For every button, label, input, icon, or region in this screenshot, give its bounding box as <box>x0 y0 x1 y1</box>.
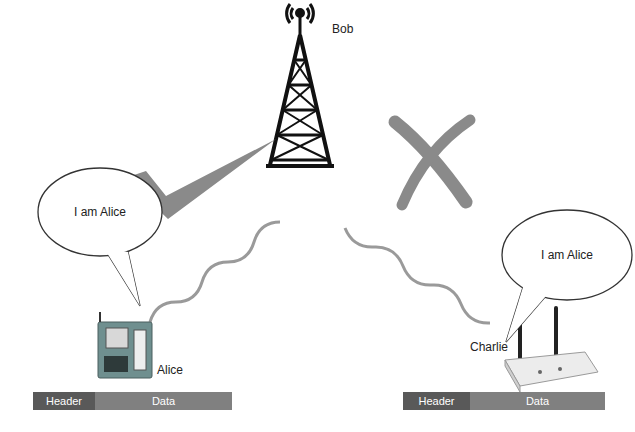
router-led <box>538 370 542 374</box>
packet-field: Data <box>526 395 549 407</box>
router-led <box>558 367 562 371</box>
router-side <box>505 360 520 392</box>
radio-tower <box>266 4 334 166</box>
device-name: Charlie <box>470 340 508 354</box>
bubble-outline <box>36 166 164 308</box>
bubble-ellipse <box>38 168 162 256</box>
bubble-text-area: I am Alice <box>36 166 164 258</box>
tower-braces <box>271 60 329 160</box>
sensor-board <box>98 312 152 378</box>
radio-signal <box>345 228 490 323</box>
packet-header: Header <box>33 392 95 410</box>
bubble-tail-fill <box>104 248 140 306</box>
bubble-tail-fill <box>506 284 546 342</box>
cross-stroke <box>402 120 470 205</box>
bubble-tail <box>104 248 140 306</box>
router-body <box>505 352 598 386</box>
packet-field: Data <box>152 395 175 407</box>
board-antenna <box>99 312 101 322</box>
cross-mark <box>395 120 470 205</box>
radio-module <box>106 328 128 348</box>
pin-header <box>134 330 146 370</box>
packet-field: Header <box>46 395 82 407</box>
packet-data: Data <box>95 392 232 410</box>
speech-bubble: I am Alice <box>36 166 164 308</box>
speech-text: I am Alice <box>541 248 593 262</box>
packet-data: Data <box>470 392 605 410</box>
tower-legs <box>270 35 330 165</box>
board-body <box>98 322 152 378</box>
tower-mast <box>299 17 302 35</box>
speech-bubble: I am Alice <box>500 208 634 344</box>
device-name: Alice <box>157 363 183 377</box>
radio-signal <box>150 222 280 322</box>
speech-text: I am Alice <box>74 205 126 219</box>
antenna-tip <box>297 10 304 17</box>
router-antenna <box>554 308 558 356</box>
bubble-ellipse <box>502 210 632 300</box>
tower-lattice <box>271 35 329 160</box>
packet-header: Header <box>403 392 470 410</box>
bubble-outline <box>500 208 634 344</box>
bubble-text-area: I am Alice <box>500 208 634 302</box>
tower-base <box>266 164 334 168</box>
chip <box>104 356 128 372</box>
tower-name: Bob <box>332 22 353 36</box>
packet-field: Header <box>418 395 454 407</box>
